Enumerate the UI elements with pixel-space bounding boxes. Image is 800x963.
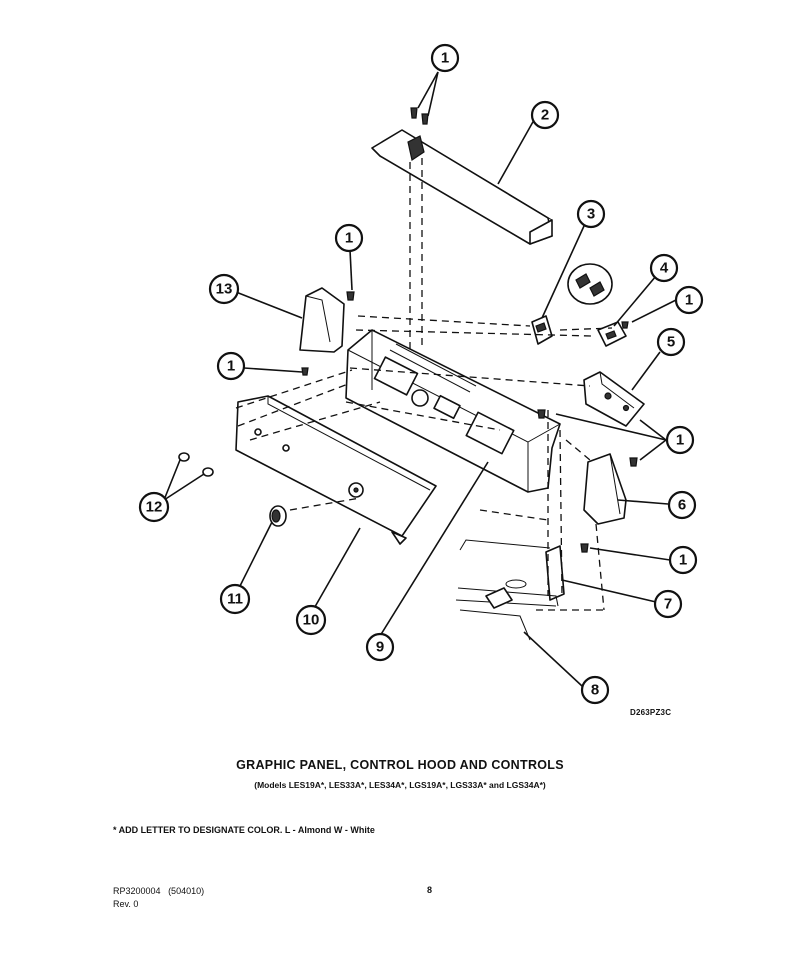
svg-text:1: 1 [685,292,693,309]
part-switch [531,263,613,345]
part-right-end-cap [580,453,638,553]
svg-text:7: 7 [664,596,672,613]
part-trim-hood [371,129,553,245]
part-graphic-panel [235,395,437,545]
callout-1-right-middle: 1 [665,425,695,455]
callout-1-top: 1 [430,43,460,73]
part-push-buttons [178,452,214,477]
part-left-end-cap [299,287,355,376]
page-title: GRAPHIC PANEL, CONTROL HOOD AND CONTROLS [236,758,564,772]
svg-text:1: 1 [441,50,449,67]
callout-1-left-lower: 1 [216,351,246,381]
callout-6: 6 [667,490,697,520]
callout-5: 5 [656,327,686,357]
svg-text:13: 13 [216,281,233,298]
svg-text:8: 8 [591,682,599,699]
callout-10: 10 [295,604,327,636]
svg-text:1: 1 [345,230,353,247]
color-note: * ADD LETTER TO DESIGNATE COLOR. L - Alm… [113,825,375,835]
part-control-panel-housing [345,329,561,493]
svg-text:5: 5 [667,334,675,351]
svg-text:12: 12 [146,499,163,516]
doc-number: RP3200004 [113,886,161,896]
svg-text:2: 2 [541,107,549,124]
models-subtitle: (Models LES19A*, LES33A*, LES34A*, LGS19… [254,780,546,790]
doc-code: (504010) [168,886,205,896]
leader-lines [163,71,677,687]
svg-text:11: 11 [227,591,243,608]
callout-1-left-upper: 1 [334,223,364,253]
svg-text:1: 1 [676,432,684,449]
part-screws-hood [410,107,429,125]
footer-doc-info: RP3200004 (504010) Rev. 0 [113,885,204,911]
svg-text:10: 10 [303,612,320,629]
callout-2: 2 [530,100,560,130]
callout-8: 8 [580,675,610,705]
part-mounting-bracket [545,545,565,601]
callout-3: 3 [576,199,606,229]
revision: Rev. 0 [113,899,139,909]
part-control-knob [269,505,287,527]
callout-13: 13 [208,273,240,305]
part-selector-switch [597,321,629,347]
part-control-board [537,371,645,427]
svg-text:4: 4 [660,260,669,277]
callout-12: 12 [138,491,170,523]
callout-1-right-upper: 1 [674,285,704,315]
drawing-code: D263PZ3C [630,708,672,717]
svg-text:6: 6 [678,497,686,514]
assembly-guide-lines [235,158,613,611]
svg-text:1: 1 [679,552,687,569]
page-number: 8 [427,885,433,895]
callout-11: 11 [219,583,251,615]
part-cabinet-top [455,539,559,641]
callout-7: 7 [653,589,683,619]
svg-text:1: 1 [227,358,235,375]
callout-9: 9 [365,632,395,662]
svg-text:9: 9 [376,639,384,656]
callout-4: 4 [649,253,679,283]
callout-1-right-lower: 1 [668,545,698,575]
svg-text:3: 3 [587,206,595,223]
exploded-parts-diagram: 1 2 3 1 4 1 13 5 1 1 6 12 1 7 11 10 9 [138,43,704,705]
